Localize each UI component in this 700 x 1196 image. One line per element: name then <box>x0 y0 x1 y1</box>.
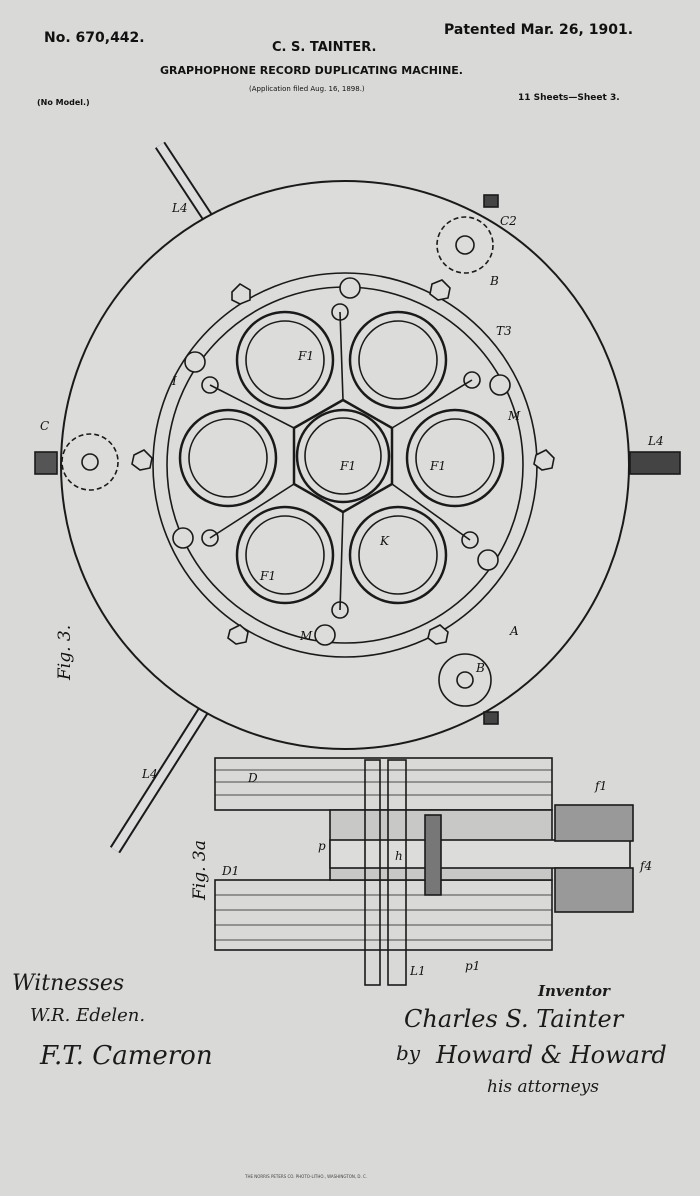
by-text: by <box>396 1041 421 1065</box>
label-t1: I <box>171 374 177 388</box>
fig-3-label: Fig. 3. <box>55 625 75 681</box>
label-h: h <box>395 849 403 863</box>
attorney-signature: Howard & Howard <box>436 1041 667 1069</box>
label-f1: F1 <box>339 459 356 473</box>
label-l4: L4 <box>141 767 158 781</box>
label-c: C <box>40 419 49 433</box>
patent-date: Patented Mar. 26, 1901. <box>444 22 634 38</box>
inventor-name: C. S. TAINTER. <box>272 40 377 55</box>
patent-title: GRAPHOPHONE RECORD DUPLICATING MACHINE. <box>160 64 463 77</box>
label-m: M <box>507 409 521 423</box>
label-l1: L1 <box>409 964 426 978</box>
label-f4: f4 <box>639 859 652 873</box>
attorneys-label: his attorneys <box>487 1077 600 1097</box>
label-a: A <box>509 624 519 638</box>
label-f1: F1 <box>259 569 276 583</box>
label-l4: L4 <box>647 434 664 448</box>
label-f1-small: f1 <box>594 779 607 793</box>
sheet-number: 11 Sheets—Sheet 3. <box>518 93 620 103</box>
model-note: (No Model.) <box>37 98 90 107</box>
label-b: B <box>475 661 485 675</box>
main-disc <box>34 180 681 750</box>
reference-labels: L4 C2 B T3 C I M F1 F1 F1 F1 K A M B L4 … <box>40 201 664 978</box>
label-f1: F1 <box>297 349 314 363</box>
label-l4: L4 <box>171 201 188 215</box>
label-d: D <box>247 771 258 785</box>
label-d1: D1 <box>221 864 239 878</box>
patent-number: No. 670,442. <box>44 30 145 46</box>
bolts <box>131 277 555 646</box>
witness-signature-1: W.R. Edelen. <box>30 1005 146 1026</box>
label-t3: T3 <box>496 324 512 338</box>
label-c2: C2 <box>500 214 517 228</box>
label-m: M <box>299 629 313 643</box>
witnesses-label: Witnesses <box>12 971 125 996</box>
records <box>178 310 505 611</box>
fig-3a-label: Fig. 3a <box>190 840 210 901</box>
label-b: B <box>489 274 499 288</box>
application-date: (Application filed Aug. 16, 1898.) <box>249 85 365 93</box>
witness-signature-2: F.T. Cameron <box>40 1041 213 1071</box>
fig-3a-section <box>214 757 634 986</box>
label-p1: p1 <box>465 959 480 973</box>
inventor-label: Inventor <box>538 982 610 1000</box>
label-k: K <box>379 534 390 548</box>
printer-footer: THE NORRIS PETERS CO. PHOTO-LITHO., WASH… <box>245 1174 368 1179</box>
inventor-signature: Charles S. Tainter <box>404 1005 624 1033</box>
shaft <box>109 141 214 854</box>
label-p: p <box>318 839 326 853</box>
label-f1: F1 <box>429 459 446 473</box>
